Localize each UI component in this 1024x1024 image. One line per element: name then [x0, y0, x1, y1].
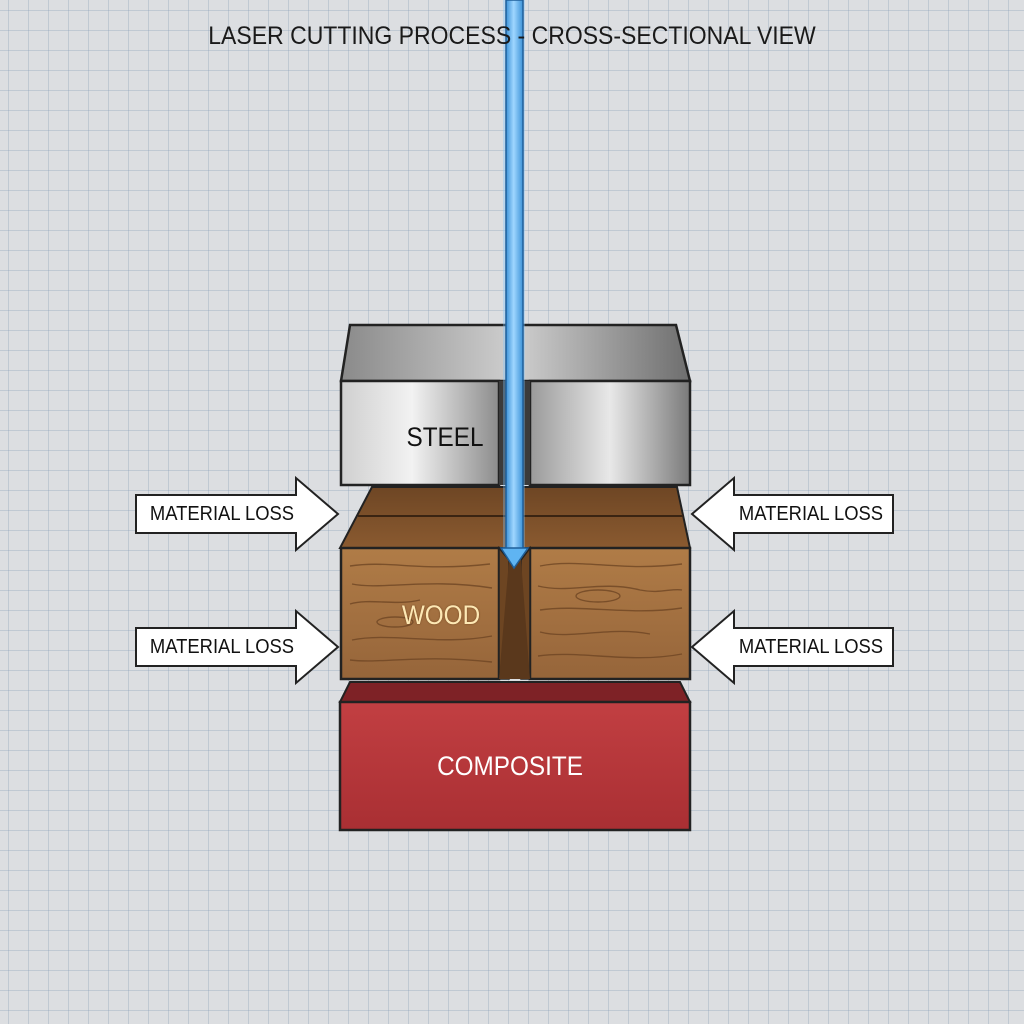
material-loss-arrow-left-upper — [135, 475, 340, 553]
laser-beam — [499, 0, 530, 570]
composite-block — [338, 681, 692, 832]
material-loss-label-right-lower: MATERIAL LOSS — [738, 636, 884, 658]
diagram-title: LASER CUTTING PROCESS - CROSS-SECTIONAL … — [208, 22, 816, 50]
steel-label: STEEL — [406, 422, 484, 452]
material-loss-arrow-right-lower — [690, 608, 894, 686]
material-loss-label-right-upper: MATERIAL LOSS — [738, 503, 884, 525]
material-loss-arrow-left-lower — [135, 608, 340, 686]
material-loss-label-left-upper: MATERIAL LOSS — [149, 503, 295, 525]
wood-block — [338, 486, 692, 681]
material-loss-label-left-lower: MATERIAL LOSS — [149, 636, 295, 658]
composite-label: COMPOSITE — [437, 751, 583, 781]
wood-label: WOOD — [401, 600, 481, 630]
material-loss-arrow-right-upper — [690, 475, 894, 553]
